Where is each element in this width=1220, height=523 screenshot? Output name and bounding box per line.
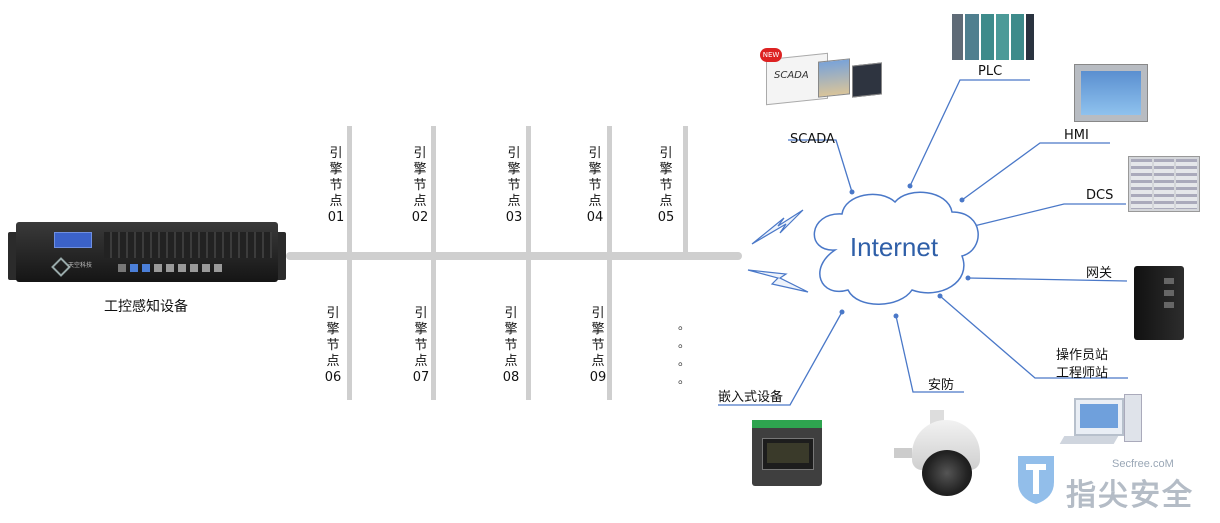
line-plc bbox=[909, 79, 1030, 187]
line-hmi bbox=[961, 142, 1110, 201]
engineer-station-label: 工程师站 bbox=[1056, 366, 1109, 381]
node-line-4 bbox=[607, 126, 612, 400]
more-nodes-ellipsis: 。。 。。 bbox=[678, 318, 691, 386]
device-label: 工控感知设备 bbox=[104, 299, 188, 315]
embedded-label: 嵌入式设备 bbox=[718, 390, 784, 405]
device-brand-text: 天空科技 bbox=[68, 262, 93, 269]
engine-node-09: 引擎 节点 09 bbox=[589, 306, 607, 385]
watermark-shield-icon bbox=[1014, 452, 1058, 506]
watermark-brand: 指尖安全 bbox=[1066, 478, 1194, 513]
industrial-sensing-device: 天空科技 bbox=[8, 218, 286, 284]
plc-label: PLC bbox=[978, 64, 1003, 79]
device-lcd-display bbox=[54, 232, 92, 248]
hmi-panel-icon bbox=[1074, 64, 1148, 122]
engine-node-01: 引擎 节点 01 bbox=[327, 146, 345, 225]
dcs-label: DCS bbox=[1086, 188, 1114, 203]
node-line-3 bbox=[526, 126, 531, 400]
wireless-bolt-lower-icon bbox=[747, 269, 809, 293]
gateway-device-icon bbox=[1134, 266, 1184, 340]
embedded-device-icon bbox=[752, 420, 822, 486]
internet-label: Internet bbox=[849, 232, 939, 262]
node-line-2 bbox=[431, 126, 436, 400]
line-gateway bbox=[967, 277, 1128, 282]
line-scada bbox=[788, 139, 853, 193]
engine-node-03: 引擎 节点 03 bbox=[505, 146, 523, 225]
engine-node-02: 引擎 节点 02 bbox=[411, 146, 429, 225]
gateway-label: 网关 bbox=[1086, 266, 1113, 281]
new-badge: NEW bbox=[760, 48, 782, 62]
engine-node-08: 引擎 节点 08 bbox=[502, 306, 520, 385]
hmi-label: HMI bbox=[1064, 128, 1089, 143]
engine-node-06: 引擎 节点 06 bbox=[324, 306, 342, 385]
operator-station-label: 操作员站 bbox=[1056, 348, 1109, 363]
engine-node-07: 引擎 节点 07 bbox=[412, 306, 430, 385]
line-security bbox=[895, 315, 964, 393]
scada-software-icon: SCADA NEW bbox=[760, 48, 884, 106]
engine-node-05: 引擎 节点 05 bbox=[657, 146, 675, 225]
security-camera-icon bbox=[894, 410, 990, 500]
line-dcs bbox=[973, 203, 1126, 227]
dcs-cabinet-icon bbox=[1128, 156, 1200, 212]
line-stations bbox=[939, 295, 1128, 379]
internet-cloud-icon bbox=[813, 191, 979, 305]
scada-label: SCADA bbox=[790, 132, 835, 147]
node-line-1 bbox=[347, 126, 352, 400]
workstation-icon bbox=[1058, 394, 1144, 454]
device-ports bbox=[118, 264, 222, 274]
watermark-site: Secfree.coM bbox=[1112, 458, 1174, 470]
engine-node-04: 引擎 节点 04 bbox=[586, 146, 604, 225]
plc-device-icon bbox=[952, 14, 1035, 60]
line-embedded bbox=[718, 311, 843, 406]
security-label: 安防 bbox=[928, 378, 955, 393]
network-bus bbox=[286, 252, 742, 260]
node-line-5 bbox=[683, 126, 688, 252]
wireless-bolt-upper-icon bbox=[751, 209, 804, 245]
